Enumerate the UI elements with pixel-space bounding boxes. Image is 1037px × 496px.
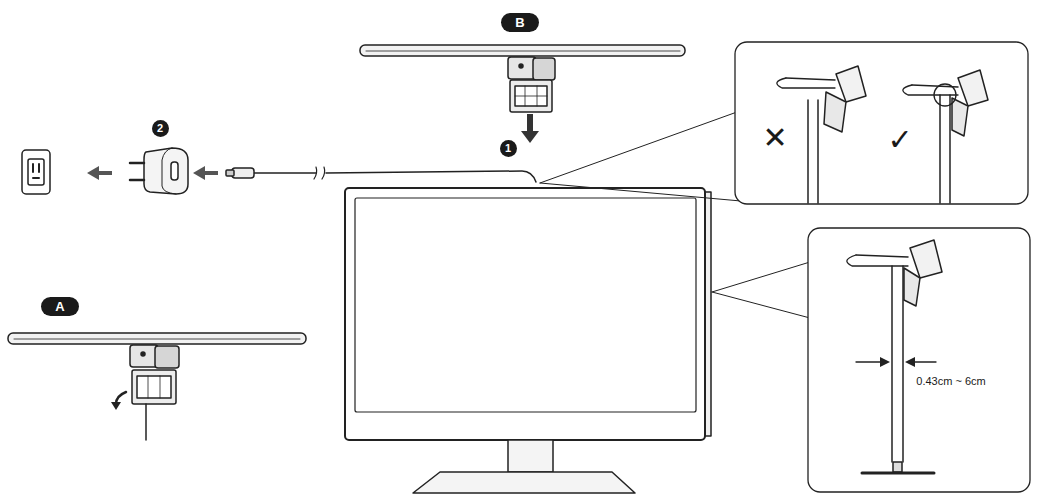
detail-inset — [808, 228, 1030, 492]
dimension-arrow — [856, 357, 936, 367]
cable — [232, 168, 254, 178]
cable — [326, 171, 536, 182]
insert-arrow — [521, 114, 539, 143]
dimension-label: 0.43cm ~ 6cm — [916, 376, 985, 387]
wall-outlet — [22, 150, 50, 194]
wrong-mark: ✕ — [762, 123, 787, 153]
direction-arrow — [193, 166, 205, 180]
monitor — [345, 188, 711, 493]
wall-outlet — [32, 164, 34, 172]
light-bar — [14, 339, 300, 340]
detail-inset — [786, 78, 835, 80]
detail-inset — [808, 228, 1030, 492]
clamp — [508, 57, 536, 79]
badge-text: 2 — [157, 123, 163, 134]
cable — [226, 170, 234, 176]
clamp — [132, 370, 176, 404]
light-bar — [366, 51, 680, 52]
power-adapter — [171, 162, 178, 180]
wall-outlet — [33, 177, 39, 179]
variant-badge: A — [41, 297, 79, 316]
clamp — [508, 57, 555, 112]
power-adapter — [144, 148, 188, 194]
detail-inset — [824, 92, 846, 132]
detail-inset — [836, 66, 866, 102]
wall-outlet — [38, 164, 40, 172]
direction-arrow — [98, 171, 112, 175]
cable — [314, 167, 325, 179]
badge-text: B — [515, 16, 524, 29]
badge-text: A — [55, 300, 64, 313]
light-bar — [360, 45, 685, 56]
leader-line — [540, 112, 737, 183]
direction-arrow — [87, 166, 99, 180]
detail-inset — [949, 95, 951, 203]
insert-arrow — [521, 131, 539, 143]
clamp — [515, 86, 547, 106]
detail-inset — [939, 95, 941, 203]
clamp — [148, 376, 149, 398]
clamp — [137, 376, 171, 398]
clamp — [111, 402, 121, 410]
dimension-arrow — [856, 361, 882, 362]
wall-outlet — [22, 150, 50, 194]
power-adapter — [130, 162, 144, 165]
clamp — [145, 404, 147, 440]
detail-inset — [958, 70, 988, 106]
monitor — [508, 440, 553, 472]
detail-inset — [847, 255, 908, 266]
insert-arrow — [527, 114, 533, 133]
dimension-arrow — [913, 361, 936, 362]
detail-inset — [777, 78, 835, 88]
dimension-arrow — [880, 357, 890, 367]
detail-inset — [817, 100, 819, 203]
detail-inset — [807, 100, 809, 203]
correct-mark: ✓ — [887, 125, 912, 155]
monitor — [413, 472, 635, 493]
monitor — [345, 188, 705, 440]
detail-inset — [735, 42, 1028, 204]
clamp — [130, 345, 158, 367]
detail-inset — [903, 85, 958, 95]
clamp — [519, 64, 523, 68]
detail-inset — [934, 84, 956, 106]
light-bar — [8, 333, 306, 344]
step-number: 1 — [500, 140, 517, 157]
badge-text: 1 — [505, 143, 511, 154]
step-number: 2 — [152, 120, 169, 137]
clamp — [533, 58, 555, 80]
leader-line — [712, 262, 810, 292]
wall-outlet — [28, 159, 44, 185]
leader-line — [540, 112, 810, 318]
detail-inset — [893, 462, 902, 472]
clamp — [111, 345, 179, 440]
detail-inset — [910, 240, 942, 278]
clamp — [515, 96, 547, 97]
monitor — [355, 198, 696, 412]
detail-inset — [856, 255, 908, 257]
clamp — [510, 80, 552, 112]
leader-line — [540, 183, 752, 202]
direction-arrow — [204, 171, 218, 175]
power-adapter — [130, 148, 188, 194]
light-bar — [360, 45, 685, 56]
cable — [252, 172, 316, 174]
clamp — [141, 352, 145, 356]
clamp — [155, 346, 179, 368]
dimension-arrow — [905, 357, 915, 367]
power-adapter — [130, 179, 144, 182]
clamp — [160, 376, 161, 398]
detail-inset — [904, 268, 920, 306]
variant-badge: B — [501, 13, 539, 32]
light-bar — [8, 333, 306, 344]
detail-inset — [891, 266, 893, 462]
cable — [226, 167, 536, 182]
leader-line — [712, 292, 810, 318]
detail-inset — [952, 98, 968, 136]
detail-inset — [735, 42, 1028, 204]
detail-inset — [862, 472, 934, 475]
